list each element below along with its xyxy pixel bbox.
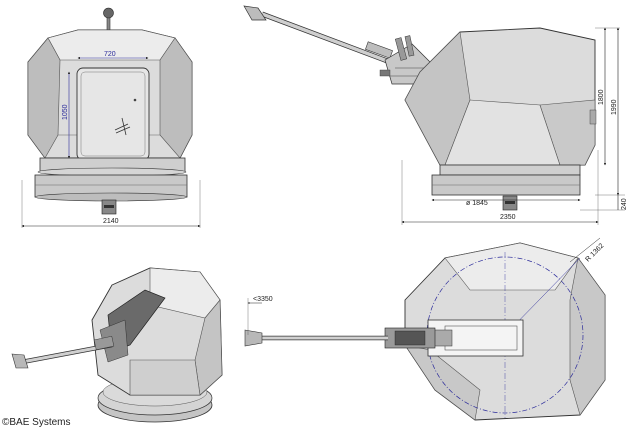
front-view: 720 1050 2140 <box>21 7 201 228</box>
hatch-width-label: 720 <box>104 51 116 58</box>
hatch-height-label: 1050 <box>62 104 69 120</box>
isometric-view <box>11 267 223 423</box>
top-view: R 1362 <3350 <box>244 237 605 421</box>
hatch-door <box>76 67 150 161</box>
front-knob <box>103 7 114 34</box>
iso-gun-barrel <box>11 335 115 369</box>
side-gun-barrel <box>243 5 393 65</box>
side-view: ø 1845 2350 1800 1990 240 <box>243 5 628 225</box>
copyright-credit: ©BAE Systems <box>2 417 71 428</box>
front-width-label: 2140 <box>103 218 119 225</box>
hatch-handle-icon <box>114 117 131 136</box>
turret-radius-label: R 1362 <box>584 242 605 263</box>
top-gun-barrel <box>244 329 388 347</box>
height-2-label: 1990 <box>611 99 618 115</box>
side-base-skirt <box>439 164 581 176</box>
side-length-label: 2350 <box>500 214 516 221</box>
base-diameter-label: ø 1845 <box>466 200 488 207</box>
height-1-label: 1800 <box>598 89 605 105</box>
base-height-label: 240 <box>621 198 628 210</box>
muzzle-distance-label: <3350 <box>253 296 273 303</box>
